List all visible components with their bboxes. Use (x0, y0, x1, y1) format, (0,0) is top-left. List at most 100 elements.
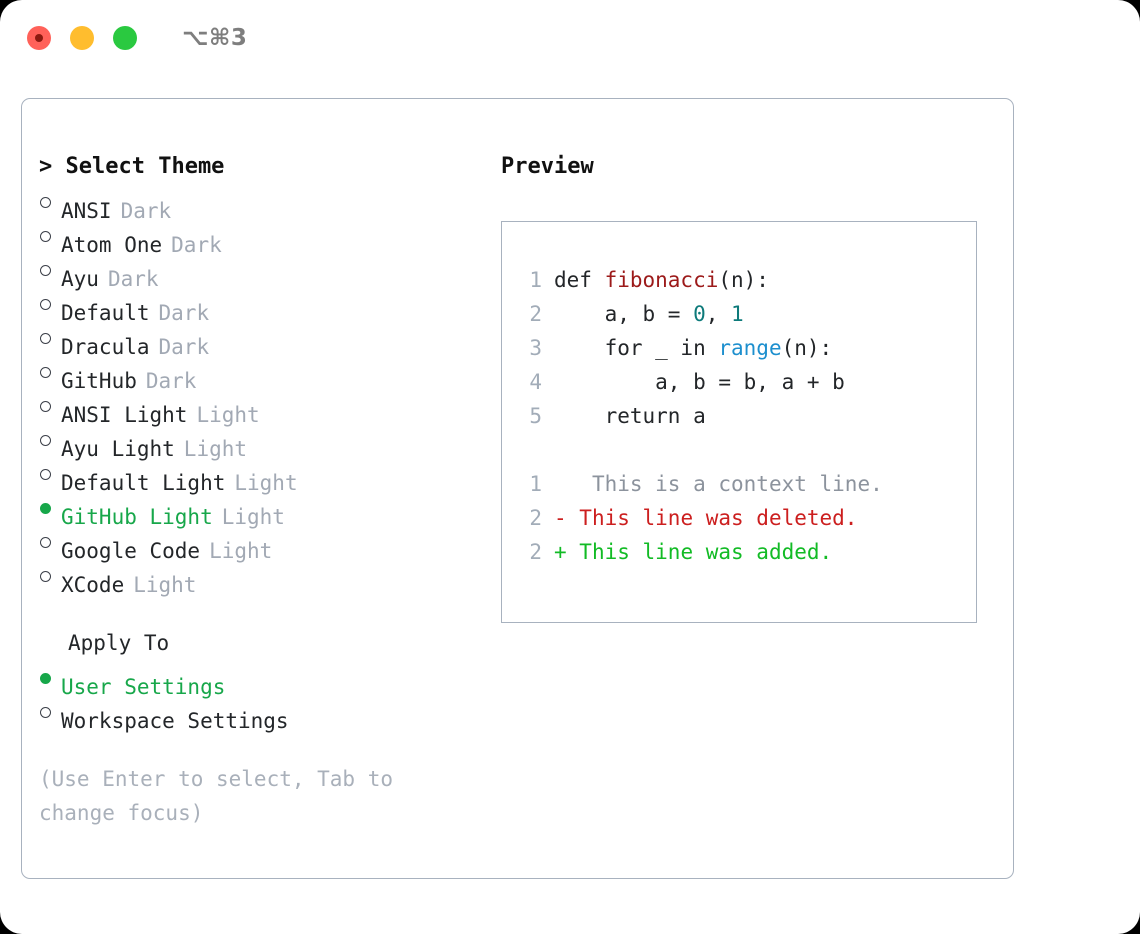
code-line-number: 2 (529, 302, 542, 326)
theme-name: GitHub (61, 369, 137, 393)
diff-line-text: This line was added. (566, 540, 833, 564)
theme-name: ANSI Light (61, 403, 188, 427)
radio-unselected-icon[interactable] (39, 320, 61, 354)
code-line: 4 a, b = b, a + b (520, 365, 970, 399)
code-line: 2 a, b = 0, 1 (520, 297, 970, 331)
code-diff-separator (520, 433, 970, 467)
zoom-button-icon[interactable] (113, 26, 137, 50)
code-token-function: fibonacci (604, 268, 719, 292)
theme-list-item[interactable]: Ayu Light Light (39, 422, 489, 461)
code-line-number: 4 (529, 370, 542, 394)
theme-list-item[interactable]: Atom One Dark (39, 218, 489, 257)
theme-name: Google Code (61, 539, 201, 563)
theme-name: Atom One (61, 233, 163, 257)
diff-block: 1 This is a context line. 2- This line wa… (520, 467, 970, 569)
radio-unselected-icon[interactable] (39, 286, 61, 320)
theme-category: Light (209, 539, 273, 563)
radio-selected-icon[interactable] (39, 490, 61, 524)
code-line: 1 def fibonacci(n): (520, 263, 970, 297)
radio-unselected-icon[interactable] (39, 184, 61, 218)
diff-line: 2 + This line was added. (520, 535, 970, 569)
radio-unselected-icon[interactable] (39, 354, 61, 388)
radio-unselected-icon[interactable] (39, 388, 61, 422)
code-line-content: return a (554, 399, 706, 433)
theme-category: Light (234, 471, 298, 495)
diff-line-text: This line was deleted. (566, 506, 858, 530)
diff-line-number: 2 (529, 540, 542, 564)
theme-name: Ayu Light (61, 437, 175, 461)
radio-unselected-icon[interactable] (39, 524, 61, 558)
theme-name: Ayu (61, 267, 99, 291)
keyboard-shortcut-label: ⌥⌘3 (182, 25, 248, 51)
theme-name: Default (61, 301, 150, 325)
code-line: 3 for _ in range(n): (520, 331, 970, 365)
code-token-plain: for _ in (554, 336, 719, 360)
theme-category: Light (183, 437, 248, 461)
code-line-content: for _ in range(n): (554, 331, 833, 365)
diff-marker (554, 467, 567, 501)
code-token-plain: return a (554, 404, 706, 428)
code-line-number: 1 (529, 268, 542, 292)
theme-category: Dark (171, 233, 222, 257)
minimize-button-icon[interactable] (70, 26, 94, 50)
radio-unselected-icon[interactable] (39, 694, 61, 728)
theme-name: ANSI (61, 199, 112, 223)
diff-line-number: 2 (529, 506, 542, 530)
theme-list-item[interactable]: GitHub Dark (39, 354, 489, 393)
theme-category: Light (133, 573, 197, 597)
diff-line-text: This is a context line. (566, 472, 883, 496)
apply-to-option[interactable]: Workspace Settings (39, 694, 489, 733)
apply-to-heading: Apply To (68, 631, 170, 655)
radio-unselected-icon[interactable] (39, 218, 61, 252)
radio-unselected-icon[interactable] (39, 422, 61, 456)
select-theme-heading: > Select Theme (39, 154, 225, 179)
radio-selected-icon[interactable] (39, 660, 61, 694)
code-token-plain: def (554, 268, 605, 292)
code-line-content: a, b = 0, 1 (554, 297, 744, 331)
code-token-plain: a, b = b, a + b (554, 370, 845, 394)
theme-category: Dark (158, 301, 210, 325)
theme-list-item[interactable]: GitHub Light Light (39, 490, 489, 529)
theme-list-item[interactable]: Default Dark (39, 286, 489, 325)
title-bar: ⌥⌘3 (0, 0, 1140, 76)
apply-to-option[interactable]: User Settings (39, 660, 489, 699)
theme-category: Dark (145, 369, 197, 393)
apply-to-label: User Settings (61, 675, 226, 699)
theme-category: Light (221, 505, 285, 529)
code-token-plain: , (705, 302, 732, 326)
radio-unselected-icon[interactable] (39, 558, 61, 592)
theme-list-item[interactable]: Ayu Dark (39, 252, 489, 291)
code-line: 5 return a (520, 399, 970, 433)
code-token-plain: (n): (718, 268, 769, 292)
radio-unselected-icon[interactable] (39, 456, 61, 490)
theme-category: Dark (107, 267, 159, 291)
code-token-plain: a, b = (554, 302, 694, 326)
code-line-number: 3 (529, 336, 542, 360)
theme-category: Dark (158, 335, 210, 359)
diff-line-number: 1 (529, 472, 542, 496)
theme-list-item[interactable]: Google Code Light (39, 524, 489, 563)
radio-unselected-icon[interactable] (39, 252, 61, 286)
theme-name: GitHub Light (61, 505, 213, 529)
diff-marker: + (554, 540, 567, 564)
code-line-number: 5 (529, 404, 542, 428)
diff-line: 1 This is a context line. (520, 467, 970, 501)
code-line-content: a, b = b, a + b (554, 365, 845, 399)
preview-heading: Preview (501, 154, 594, 179)
code-token-number: 1 (731, 302, 744, 326)
close-button-icon[interactable] (27, 26, 51, 50)
diff-marker: - (554, 506, 567, 530)
